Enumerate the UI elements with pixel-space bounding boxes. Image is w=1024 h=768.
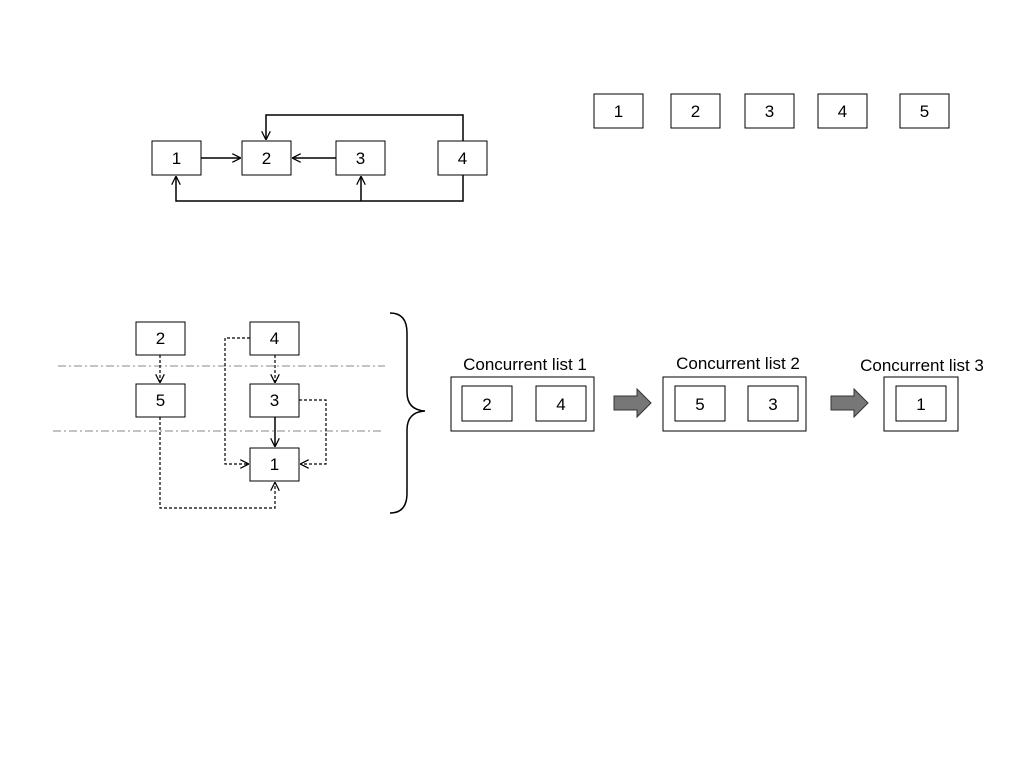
concurrent-list-2: Concurrent list 2 5 3	[662, 354, 807, 432]
sequence-node-3-label: 3	[765, 102, 774, 121]
graph-node-3: 3	[335, 140, 386, 176]
concurrent-list-1-title: Concurrent list 1	[463, 355, 587, 374]
level-node-3-label: 3	[270, 391, 279, 410]
level-node-4: 4	[249, 321, 300, 356]
level-node-2: 2	[135, 321, 186, 356]
sequence-node-5: 5	[899, 93, 950, 129]
level-node-5: 5	[135, 383, 186, 418]
edge-4-to-1	[176, 175, 464, 202]
graph-node-3-label: 3	[356, 149, 365, 168]
sequence-node-1: 1	[593, 93, 644, 129]
graph-node-4-label: 4	[458, 149, 467, 168]
sequence-node-3: 3	[744, 93, 795, 129]
graph-node-2-label: 2	[262, 149, 271, 168]
flow-arrow-2	[830, 387, 869, 419]
graph-node-2: 2	[241, 140, 292, 176]
sequence-node-5-label: 5	[920, 102, 929, 121]
dependency-graph: 1 2 3 4	[151, 114, 488, 202]
node-sequence: 1 2 3 4 5	[593, 93, 950, 129]
concurrent-list-3-title: Concurrent list 3	[860, 356, 984, 375]
graph-node-4: 4	[437, 140, 488, 176]
edge-4-to-1-level	[224, 337, 250, 464]
sequence-node-4: 4	[817, 93, 868, 129]
edge-4-to-2	[266, 114, 464, 141]
concurrent-list-2-item-2: 3	[768, 395, 777, 414]
level-node-1: 1	[249, 447, 300, 482]
sequence-node-2-label: 2	[691, 102, 700, 121]
level-node-2-label: 2	[156, 329, 165, 348]
concurrent-list-3: Concurrent list 3 1	[860, 356, 984, 432]
level-node-1-label: 1	[270, 455, 279, 474]
sequence-node-4-label: 4	[838, 102, 847, 121]
sequence-node-2: 2	[670, 93, 721, 129]
concurrent-list-2-item-1: 5	[695, 395, 704, 414]
sequence-node-1-label: 1	[614, 102, 623, 121]
flow-arrow-1	[613, 387, 652, 419]
curly-brace	[389, 312, 426, 514]
graph-node-1: 1	[151, 140, 202, 176]
edge-3-to-1-side	[299, 399, 327, 464]
graph-node-1-label: 1	[172, 149, 181, 168]
level-node-5-label: 5	[156, 391, 165, 410]
edge-5-to-1-level	[159, 417, 275, 509]
levelled-graph: 2 4 5 3 1	[53, 321, 385, 509]
concurrent-list-1-item-1: 2	[482, 395, 491, 414]
level-node-3: 3	[249, 383, 300, 418]
concurrent-list-1-item-2: 4	[556, 395, 565, 414]
level-node-4-label: 4	[270, 329, 279, 348]
concurrent-list-2-title: Concurrent list 2	[676, 354, 800, 373]
concurrent-list-3-item-1: 1	[916, 395, 925, 414]
concurrent-list-1: Concurrent list 1 2 4	[450, 355, 595, 432]
